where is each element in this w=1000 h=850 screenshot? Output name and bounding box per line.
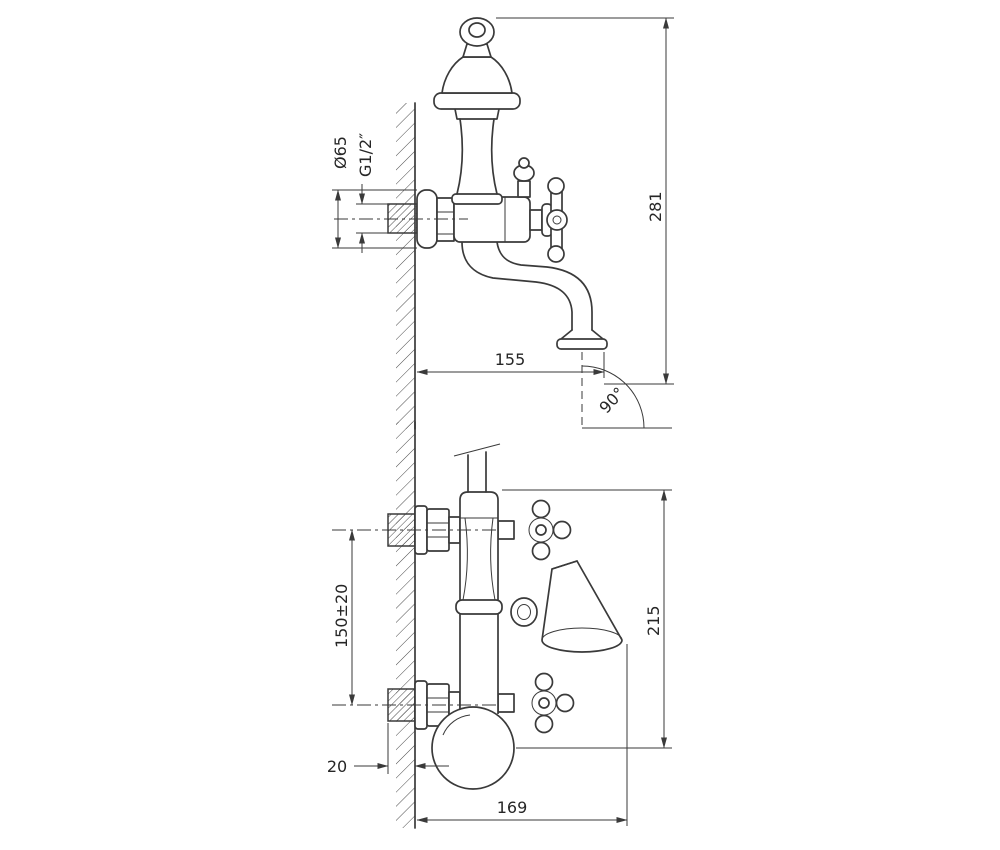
dim-inlet-spacing: 150±20 (332, 529, 355, 706)
shower-handle-left-edge (456, 118, 464, 195)
dim-label-spout-reach: 155 (495, 350, 526, 369)
dim-body-height: 215 (502, 489, 672, 749)
cross-handle-bottom-front (497, 672, 575, 734)
mixer-body-side (416, 157, 608, 350)
dim-label-body-height: 215 (644, 605, 663, 636)
shower-head-bell (441, 56, 513, 94)
wall-section-lower (396, 421, 416, 829)
handle-collar (451, 193, 503, 205)
dim-label-total-height: 281 (646, 191, 665, 222)
diverter-knob-side (513, 157, 535, 198)
spout-outlet-rim (556, 338, 608, 350)
dim-label-overall-width: 169 (497, 798, 528, 817)
wall-hatching (396, 103, 415, 429)
hand-shower-side (433, 17, 521, 205)
mixer-body-front (453, 443, 503, 714)
shower-head-rim (433, 92, 521, 110)
spout-cone-front (541, 560, 623, 653)
diverter-knob-front (510, 597, 538, 627)
dim-total-height: 281 (496, 17, 674, 385)
wall-hatching (396, 422, 415, 828)
dim-label-inlet-spacing: 150±20 (332, 584, 351, 648)
wall-section-upper (396, 102, 416, 430)
body-collar (455, 599, 503, 615)
tub-spout-side (461, 241, 608, 350)
dim-thread-size: G1/2″ (356, 133, 390, 253)
cross-handle-side (529, 177, 568, 263)
dim-spout-angle: 90° (581, 352, 672, 430)
cone-rim-back-edge (541, 627, 623, 641)
side-view: Ø65 G1/2″ 281 155 90° (331, 17, 674, 430)
shower-handle-right-edge (490, 118, 498, 195)
hanging-ring-inner (468, 22, 486, 38)
dim-label-thread-size: G1/2″ (356, 133, 375, 177)
dim-wall-offset: 20 (327, 723, 449, 776)
dim-spout-reach: 155 (416, 350, 605, 378)
cross-handle-top-front (497, 499, 572, 561)
dim-overall-width: 169 (416, 644, 628, 826)
pipe-break-line (453, 443, 501, 457)
angle-arc (581, 365, 645, 429)
dim-label-wall-offset: 20 (327, 757, 347, 776)
front-view: 150±20 215 20 169 (327, 421, 672, 829)
dim-escutcheon-diameter: Ø65 (331, 136, 417, 249)
dim-label-escutcheon-diameter: Ø65 (331, 136, 350, 169)
dim-label-spout-angle: 90° (595, 383, 628, 417)
handset-cradle-circle (431, 706, 515, 790)
hanging-ring-outer (459, 17, 495, 47)
